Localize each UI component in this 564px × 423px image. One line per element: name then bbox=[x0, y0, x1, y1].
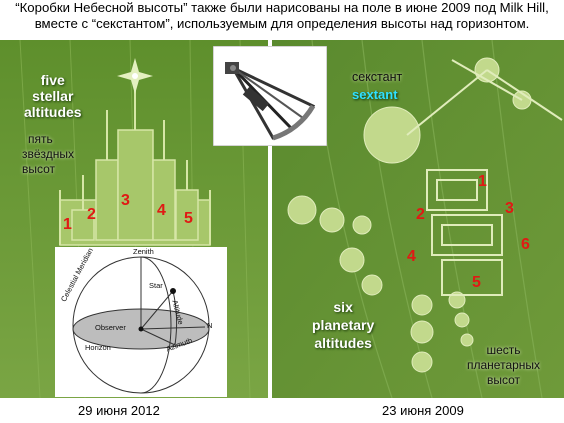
star-label: Star bbox=[149, 281, 163, 290]
label-line: планетарных bbox=[467, 358, 541, 372]
zenith-label: Zenith bbox=[133, 247, 154, 256]
caption: “Коробки Небесной высоты” также были нар… bbox=[0, 0, 564, 32]
left-photo-date: 29 июня 2012 bbox=[78, 403, 160, 418]
altitude-number: 1 bbox=[63, 216, 72, 233]
label-line: five bbox=[40, 72, 65, 88]
sextant-photo bbox=[212, 45, 328, 147]
label-line: stellar bbox=[32, 88, 74, 104]
label-line: altitudes bbox=[314, 335, 372, 351]
label-line: высот bbox=[487, 373, 521, 387]
altitude-number: 5 bbox=[472, 274, 481, 291]
altitude-number: 3 bbox=[505, 200, 514, 217]
celestial-sphere-drawing bbox=[55, 247, 227, 397]
five-stellar-altitudes-label: five stellar altitudes bbox=[24, 72, 82, 120]
right-photo-date: 23 июня 2009 bbox=[382, 403, 464, 418]
altitude-number: 4 bbox=[407, 248, 416, 265]
caption-line-2: вместе с “секстантом”, используемым для … bbox=[34, 16, 530, 31]
five-stellar-altitudes-ru-label: пять звёздных высот bbox=[22, 132, 74, 177]
altitude-number: 2 bbox=[416, 206, 425, 223]
sextant-ru-label: секстант bbox=[352, 70, 403, 84]
six-planetary-altitudes-label: six planetary altitudes bbox=[312, 298, 374, 352]
altitude-number: 6 bbox=[521, 236, 530, 253]
label-line: шесть bbox=[486, 343, 521, 357]
sextant-en-label: sextant bbox=[352, 87, 398, 102]
altitude-number: 3 bbox=[121, 192, 130, 209]
sextant-drawing bbox=[212, 45, 328, 147]
six-planetary-altitudes-ru-label: шесть планетарных высот bbox=[467, 343, 540, 388]
label-line: altitudes bbox=[24, 104, 82, 120]
label-line: planetary bbox=[312, 317, 375, 333]
horizon-label: Horizon bbox=[85, 343, 111, 352]
altitude-number: 5 bbox=[184, 210, 193, 227]
celestial-sphere-diagram: Zenith Celestial Meridian Star Altitude … bbox=[55, 246, 227, 397]
label-line: пять bbox=[28, 132, 53, 146]
altitude-number: 4 bbox=[157, 202, 166, 219]
altitude-number: 1 bbox=[478, 173, 487, 190]
observer-label: Observer bbox=[95, 323, 126, 332]
label-line: six bbox=[333, 299, 353, 315]
caption-line-1: “Коробки Небесной высоты” также были нар… bbox=[15, 0, 549, 15]
altitude-number: 2 bbox=[87, 206, 96, 223]
label-line: высот bbox=[22, 162, 56, 176]
label-line: звёздных bbox=[22, 147, 75, 161]
north-label: N bbox=[207, 321, 213, 330]
